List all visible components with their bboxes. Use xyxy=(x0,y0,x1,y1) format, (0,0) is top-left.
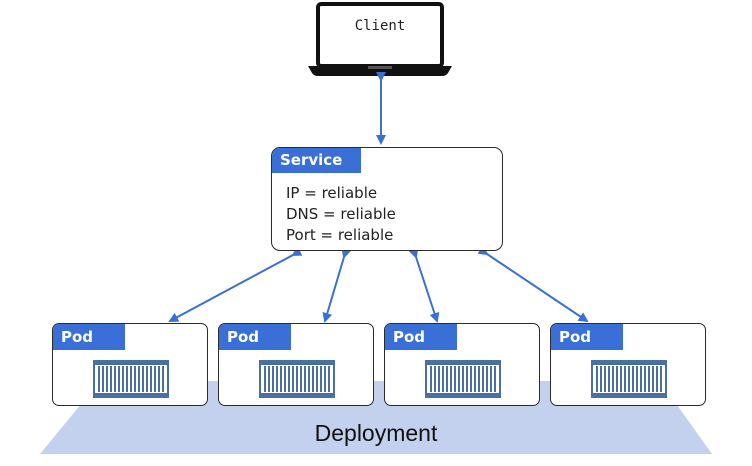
deployment-label: Deployment xyxy=(314,420,438,446)
pod-tag: Pod xyxy=(551,324,623,350)
arrow-service-pod-4 xyxy=(477,245,589,323)
pod-box-2: Pod xyxy=(218,323,374,406)
container-icon xyxy=(591,360,667,398)
service-box: Service IP = reliable DNS = reliable Por… xyxy=(271,147,503,251)
client-label: Client xyxy=(354,18,406,34)
connection-arrows xyxy=(168,72,589,323)
service-port-line: Port = reliable xyxy=(286,226,394,244)
arrow-service-pod-1 xyxy=(168,246,303,322)
pod-tag: Pod xyxy=(53,324,125,350)
pod-tag: Pod xyxy=(385,324,457,350)
service-tag: Service xyxy=(272,148,361,173)
container-icon xyxy=(425,360,501,398)
pod-box-1: Pod xyxy=(52,323,208,406)
pod-box-3: Pod xyxy=(384,323,540,406)
service-ip-line: IP = reliable xyxy=(286,184,378,202)
service-dns-line: DNS = reliable xyxy=(286,205,396,223)
arrow-service-pod-2 xyxy=(322,247,352,323)
laptop-icon xyxy=(308,2,452,76)
pod-box-4: Pod xyxy=(550,323,706,406)
deployment-platform xyxy=(40,381,712,454)
container-icon xyxy=(93,360,169,398)
container-icon xyxy=(259,360,335,398)
pod-tag: Pod xyxy=(219,324,291,350)
arrow-service-pod-3 xyxy=(408,247,440,323)
service-properties: IP = reliable DNS = reliable Port = reli… xyxy=(286,183,396,246)
